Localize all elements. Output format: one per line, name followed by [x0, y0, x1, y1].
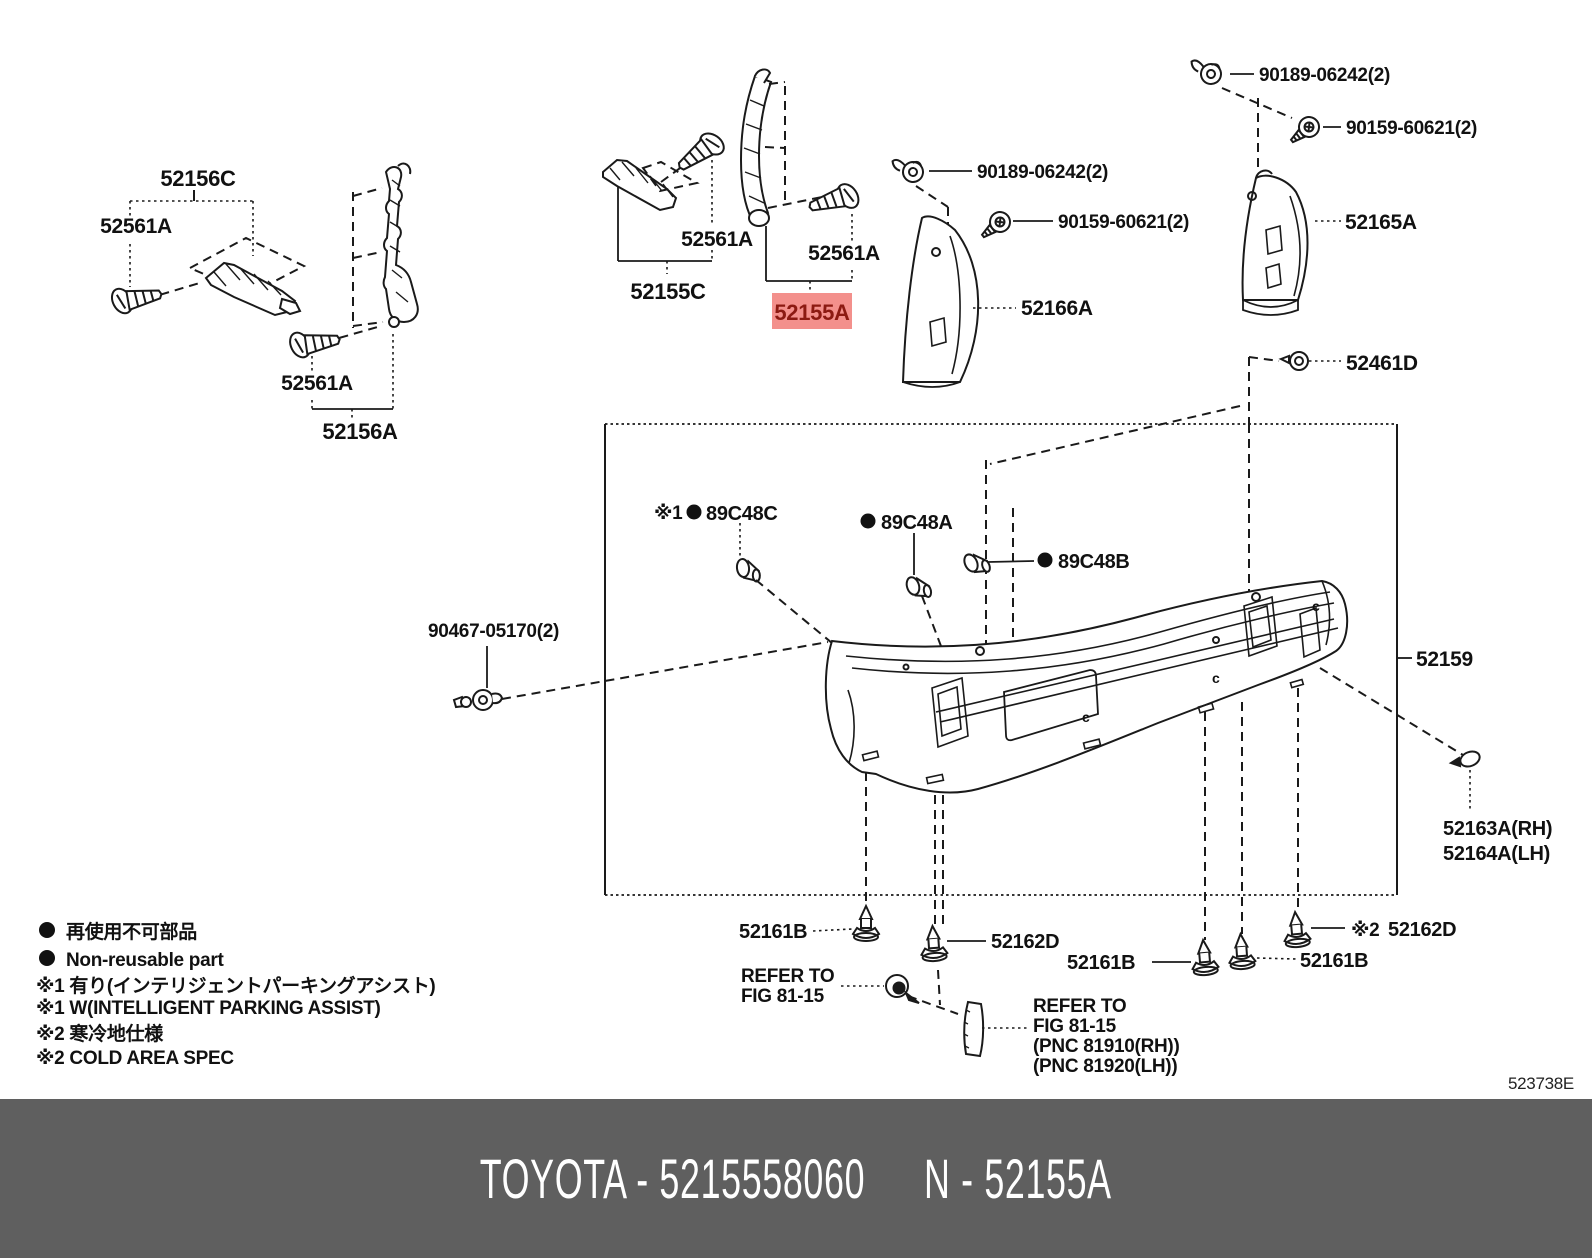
part-label-52163a[interactable]: 52163A(RH)	[1443, 818, 1553, 840]
bottom-fasteners	[812, 905, 1345, 1058]
refer-note-2-line2: FIG 81-15	[1033, 1016, 1117, 1037]
part-label-90467[interactable]: 90467-05170(2)	[428, 621, 559, 642]
non-reusable-dot-icon	[860, 513, 876, 529]
refer-note-1-line2: FIG 81-15	[741, 986, 825, 1007]
footer-brand-number: TOYOTA - 5215558060	[480, 1147, 866, 1210]
legend-jp-note1: ※1 有り(インテリジェントパーキングアシスト)	[36, 974, 435, 997]
non-reusable-dot-icon	[686, 504, 702, 520]
part-label-52156a[interactable]: 52156A	[322, 419, 398, 444]
part-label-90159-tr[interactable]: 90159-60621(2)	[1346, 118, 1477, 139]
diagram-code: 523738E	[1508, 1074, 1574, 1093]
bumper-52159-drawing	[824, 579, 1349, 794]
part-label-90189-tr[interactable]: 90189-06242(2)	[1259, 65, 1390, 86]
right-side-leaders	[1397, 657, 1481, 810]
part-label-52161b-1[interactable]: 52161B	[739, 921, 808, 943]
refer-note-1-line1: REFER TO	[741, 966, 834, 987]
highlight-box	[772, 293, 852, 329]
part-label-52561a-a[interactable]: 52561A	[100, 215, 172, 238]
cover-52165a-drawing	[1186, 57, 1341, 316]
sensor-89c48b-drawing	[960, 405, 1241, 660]
bottom-leader-lines	[865, 667, 1464, 1015]
part-label-52461d[interactable]: 52461D	[1346, 352, 1418, 375]
note-prefix-2: ※2	[1351, 920, 1379, 941]
part-label-52561a-c[interactable]: 52561A	[681, 228, 753, 251]
part-label-52161b-3[interactable]: 52161B	[1300, 950, 1369, 972]
bracket-52155a-drawing	[739, 68, 866, 292]
refer-note-2-line1: REFER TO	[1033, 996, 1126, 1017]
position-mark-c: c	[1082, 709, 1090, 725]
bracket-52155c-drawing	[602, 123, 733, 274]
part-label-52155a[interactable]: 52155A	[774, 300, 850, 325]
refer-note-2-line3: (PNC 81910(RH))	[1033, 1036, 1179, 1057]
legend: 再使用不可部品 Non-reusable part ※1 有り(インテリジェント…	[36, 920, 436, 1069]
bracket-52156c-drawing	[105, 190, 307, 320]
clip-90467-drawing	[452, 641, 829, 711]
position-mark-c: c	[1212, 670, 1220, 686]
part-label-52165a[interactable]: 52165A	[1345, 211, 1417, 234]
note-prefix-1: ※1	[654, 503, 683, 524]
legend-en-note1: ※1 W(INTELLIGENT PARKING ASSIST)	[36, 998, 381, 1019]
part-label-52156c[interactable]: 52156C	[160, 166, 236, 191]
part-label-52166a[interactable]: 52166A	[1021, 297, 1093, 320]
non-reusable-dot-icon	[1037, 552, 1053, 568]
part-label-90159-mid[interactable]: 90159-60621(2)	[1058, 212, 1189, 233]
part-label-52164a[interactable]: 52164A(LH)	[1443, 843, 1550, 865]
part-label-89c48c[interactable]: 89C48C	[706, 503, 778, 525]
part-label-52162d-2[interactable]: 52162D	[1388, 919, 1457, 941]
sensor-89c48a-drawing	[901, 533, 948, 663]
part-label-52162d-1[interactable]: 52162D	[991, 931, 1060, 953]
part-label-89c48b[interactable]: 89C48B	[1058, 551, 1130, 573]
part-label-52161b-2[interactable]: 52161B	[1067, 952, 1136, 974]
bracket-52156a-drawing	[284, 162, 419, 421]
footer-part-code: N - 52155A	[924, 1147, 1112, 1210]
legend-jp-note2: ※2 寒冷地仕様	[36, 1022, 164, 1045]
legend-jp-non-reusable: 再使用不可部品	[66, 920, 197, 943]
non-reusable-bullet-icon	[39, 950, 55, 966]
position-mark-c: c	[1312, 598, 1320, 614]
refer-note-2-line4: (PNC 81920(LH))	[1033, 1056, 1177, 1077]
diagram-canvas: 52156C 52561A 52561A 52156A 52561A 52155…	[36, 57, 1574, 1093]
part-label-90189-mid[interactable]: 90189-06242(2)	[977, 162, 1108, 183]
part-label-52155c[interactable]: 52155C	[630, 279, 706, 304]
part-label-52561a-d[interactable]: 52561A	[808, 242, 880, 265]
non-reusable-bullet-icon	[39, 922, 55, 938]
legend-en-note2: ※2 COLD AREA SPEC	[36, 1048, 234, 1069]
footer-bar: TOYOTA - 5215558060 N - 52155A	[0, 1099, 1592, 1258]
part-label-52155a-highlighted[interactable]: 52155A	[772, 293, 852, 329]
part-label-52561a-b[interactable]: 52561A	[281, 372, 353, 395]
footer-part-number: TOYOTA - 5215558060 N - 52155A	[480, 1146, 1112, 1211]
sensor-89c48c-drawing	[729, 523, 839, 649]
cover-52166a-drawing	[888, 156, 1053, 388]
main-part-box	[604, 423, 1398, 896]
screw-52461d-drawing	[1248, 351, 1341, 424]
part-label-89c48a[interactable]: 89C48A	[881, 512, 953, 534]
legend-en-non-reusable: Non-reusable part	[66, 950, 224, 971]
part-label-52159[interactable]: 52159	[1416, 648, 1473, 671]
